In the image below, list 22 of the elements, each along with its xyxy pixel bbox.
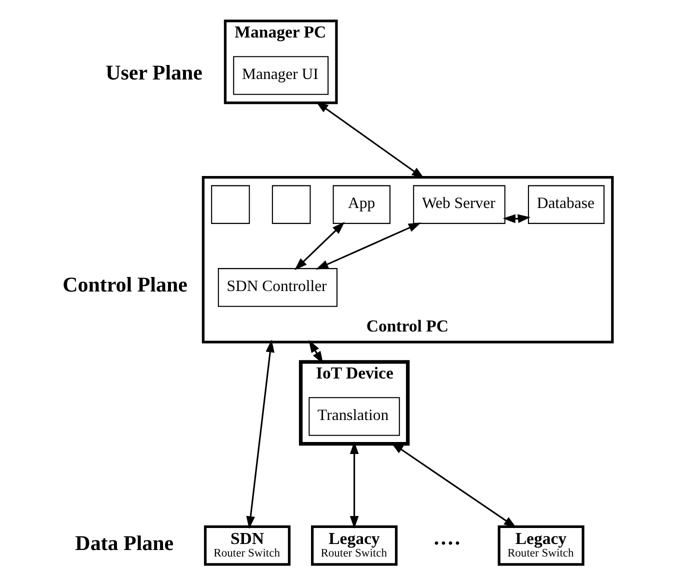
node-box <box>211 185 250 224</box>
node-box: Legacy Router Switch <box>311 525 398 566</box>
arrow <box>308 340 324 364</box>
arrow <box>316 101 424 179</box>
label: ···· <box>432 530 461 555</box>
label: Control Plane <box>62 272 188 297</box>
arrow <box>246 340 274 529</box>
node-box: Manager UI <box>233 56 329 95</box>
label: Data Plane <box>75 530 174 555</box>
node-box: Translation <box>308 397 400 436</box>
arrow <box>502 214 530 224</box>
node-box: Web Server <box>413 185 506 224</box>
node-box: Legacy Router Switch <box>498 525 584 566</box>
arrow <box>316 222 422 270</box>
node-box: SDN Router Switch <box>204 525 291 566</box>
node-box: App <box>332 185 390 224</box>
arrow <box>350 441 359 529</box>
node-box: SDN Controller <box>218 268 338 307</box>
label: User Plane <box>106 60 202 85</box>
arrow <box>294 222 345 270</box>
node-box: Database <box>528 185 605 224</box>
node-box <box>272 185 311 224</box>
